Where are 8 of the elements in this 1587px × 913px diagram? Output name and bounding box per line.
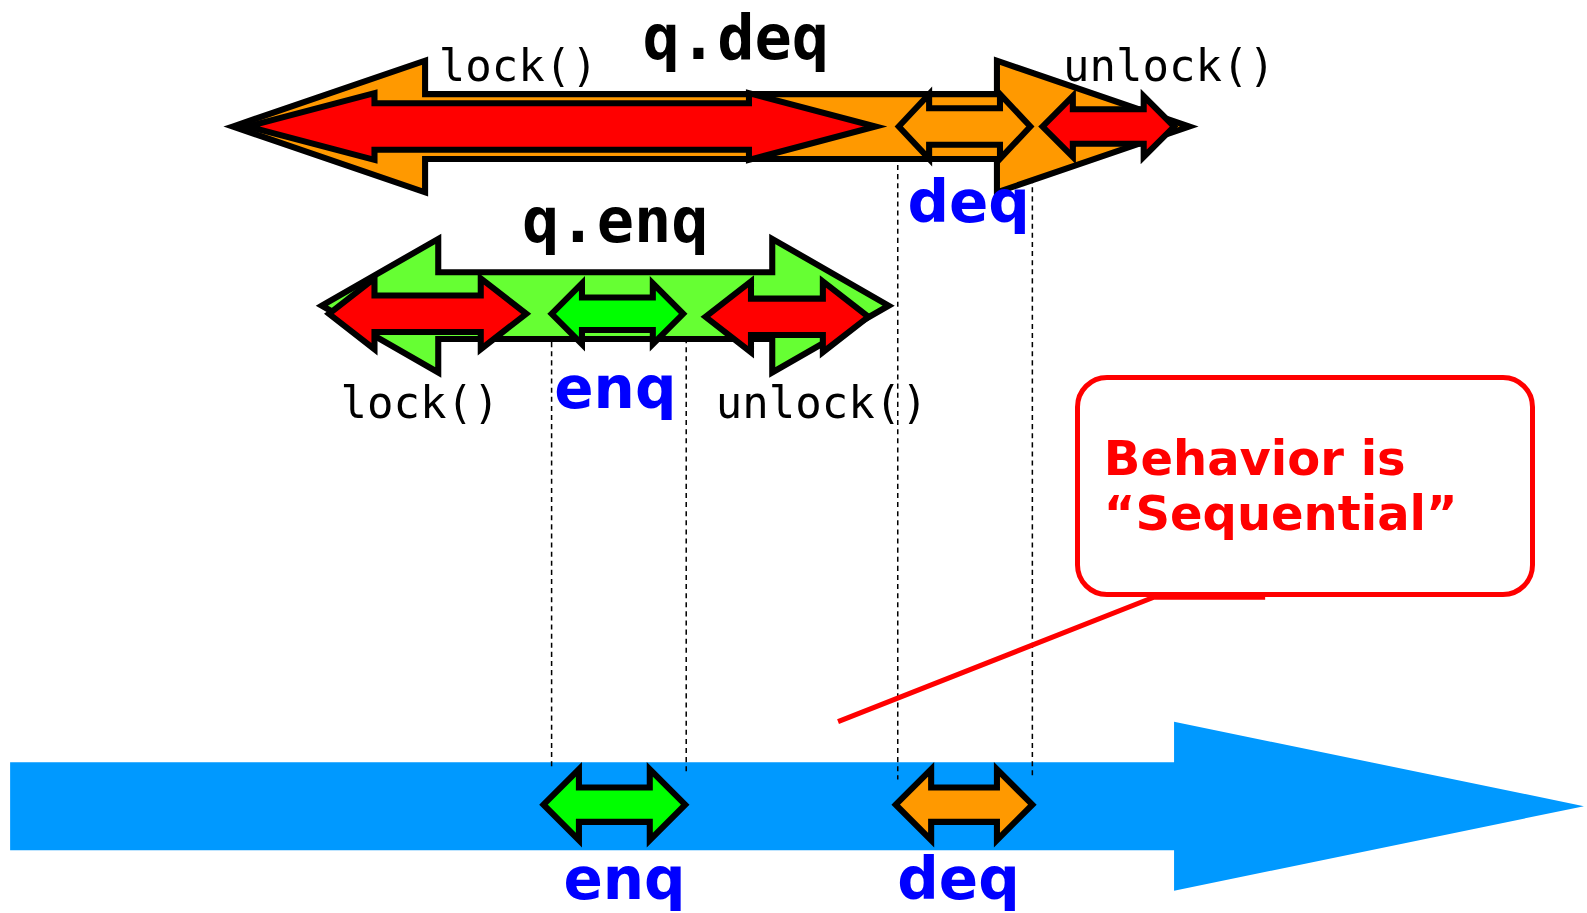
speech-bubble: [1074, 374, 1536, 598]
call-label: lock(): [340, 380, 500, 425]
operation-label: deq: [907, 173, 1030, 232]
call-label: unlock(): [1063, 43, 1275, 88]
call-label: lock(): [438, 43, 598, 88]
method-label: q.deq: [642, 7, 830, 70]
call-label: unlock(): [715, 380, 928, 425]
callout-text: Behavior is “Sequential”: [1103, 430, 1459, 541]
